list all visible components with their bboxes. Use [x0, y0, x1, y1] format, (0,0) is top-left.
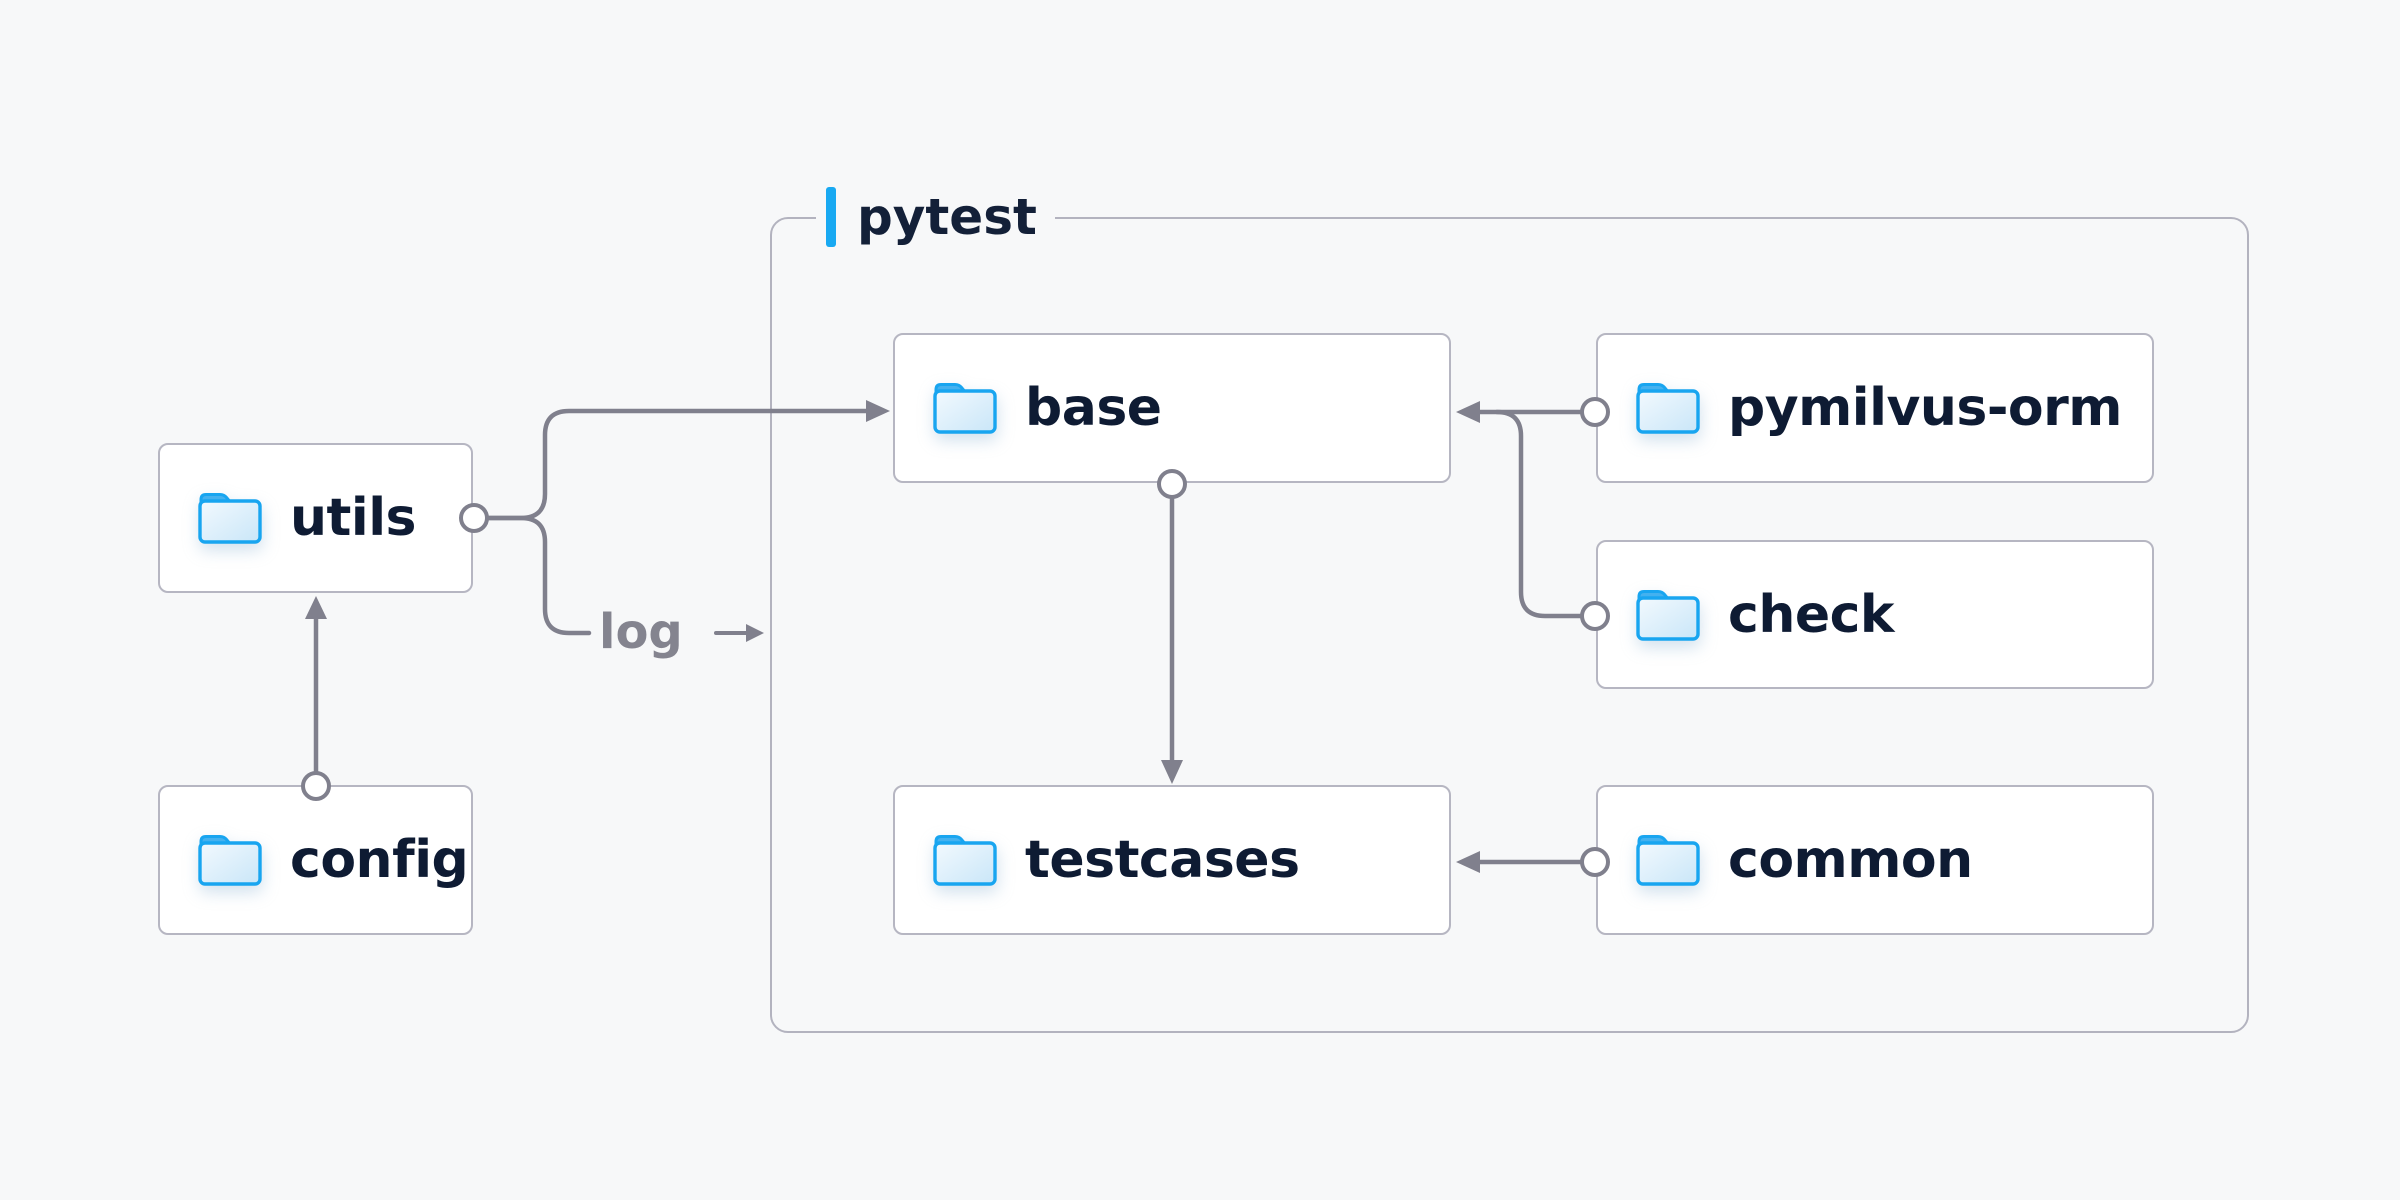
node-label-config: config	[290, 830, 469, 890]
node-label-utils: utils	[290, 488, 416, 548]
arrowhead-up	[305, 596, 327, 619]
folder-icon	[198, 492, 262, 544]
edge-utils-log	[459, 503, 592, 636]
node-base: base	[893, 333, 1451, 483]
accent-bar-icon	[826, 187, 836, 247]
node-label-pymilvus-orm: pymilvus-orm	[1728, 378, 2122, 438]
node-config: config	[158, 785, 473, 935]
node-label-common: common	[1728, 830, 1973, 890]
folder-icon	[1636, 834, 1700, 886]
group-title: pytest	[857, 188, 1037, 246]
node-label-base: base	[1025, 378, 1162, 438]
node-check: check	[1596, 540, 2154, 689]
edge-log-into-pytest	[714, 624, 764, 642]
folder-icon	[1636, 589, 1700, 641]
node-label-check: check	[1728, 584, 1895, 645]
pytest-group-container	[770, 217, 2249, 1033]
folder-icon	[933, 382, 997, 434]
folder-icon	[933, 834, 997, 886]
arrowhead-right-small	[746, 624, 764, 642]
node-common: common	[1596, 785, 2154, 935]
node-label-testcases: testcases	[1025, 830, 1300, 890]
edge-config-utils	[301, 596, 331, 801]
folder-icon	[1636, 382, 1700, 434]
node-pymilvus-orm: pymilvus-orm	[1596, 333, 2154, 483]
edge-label-log: log	[599, 603, 683, 660]
node-testcases: testcases	[893, 785, 1451, 935]
folder-icon	[198, 834, 262, 886]
node-utils: utils	[158, 443, 473, 593]
pytest-group-label: pytest	[816, 186, 1055, 248]
